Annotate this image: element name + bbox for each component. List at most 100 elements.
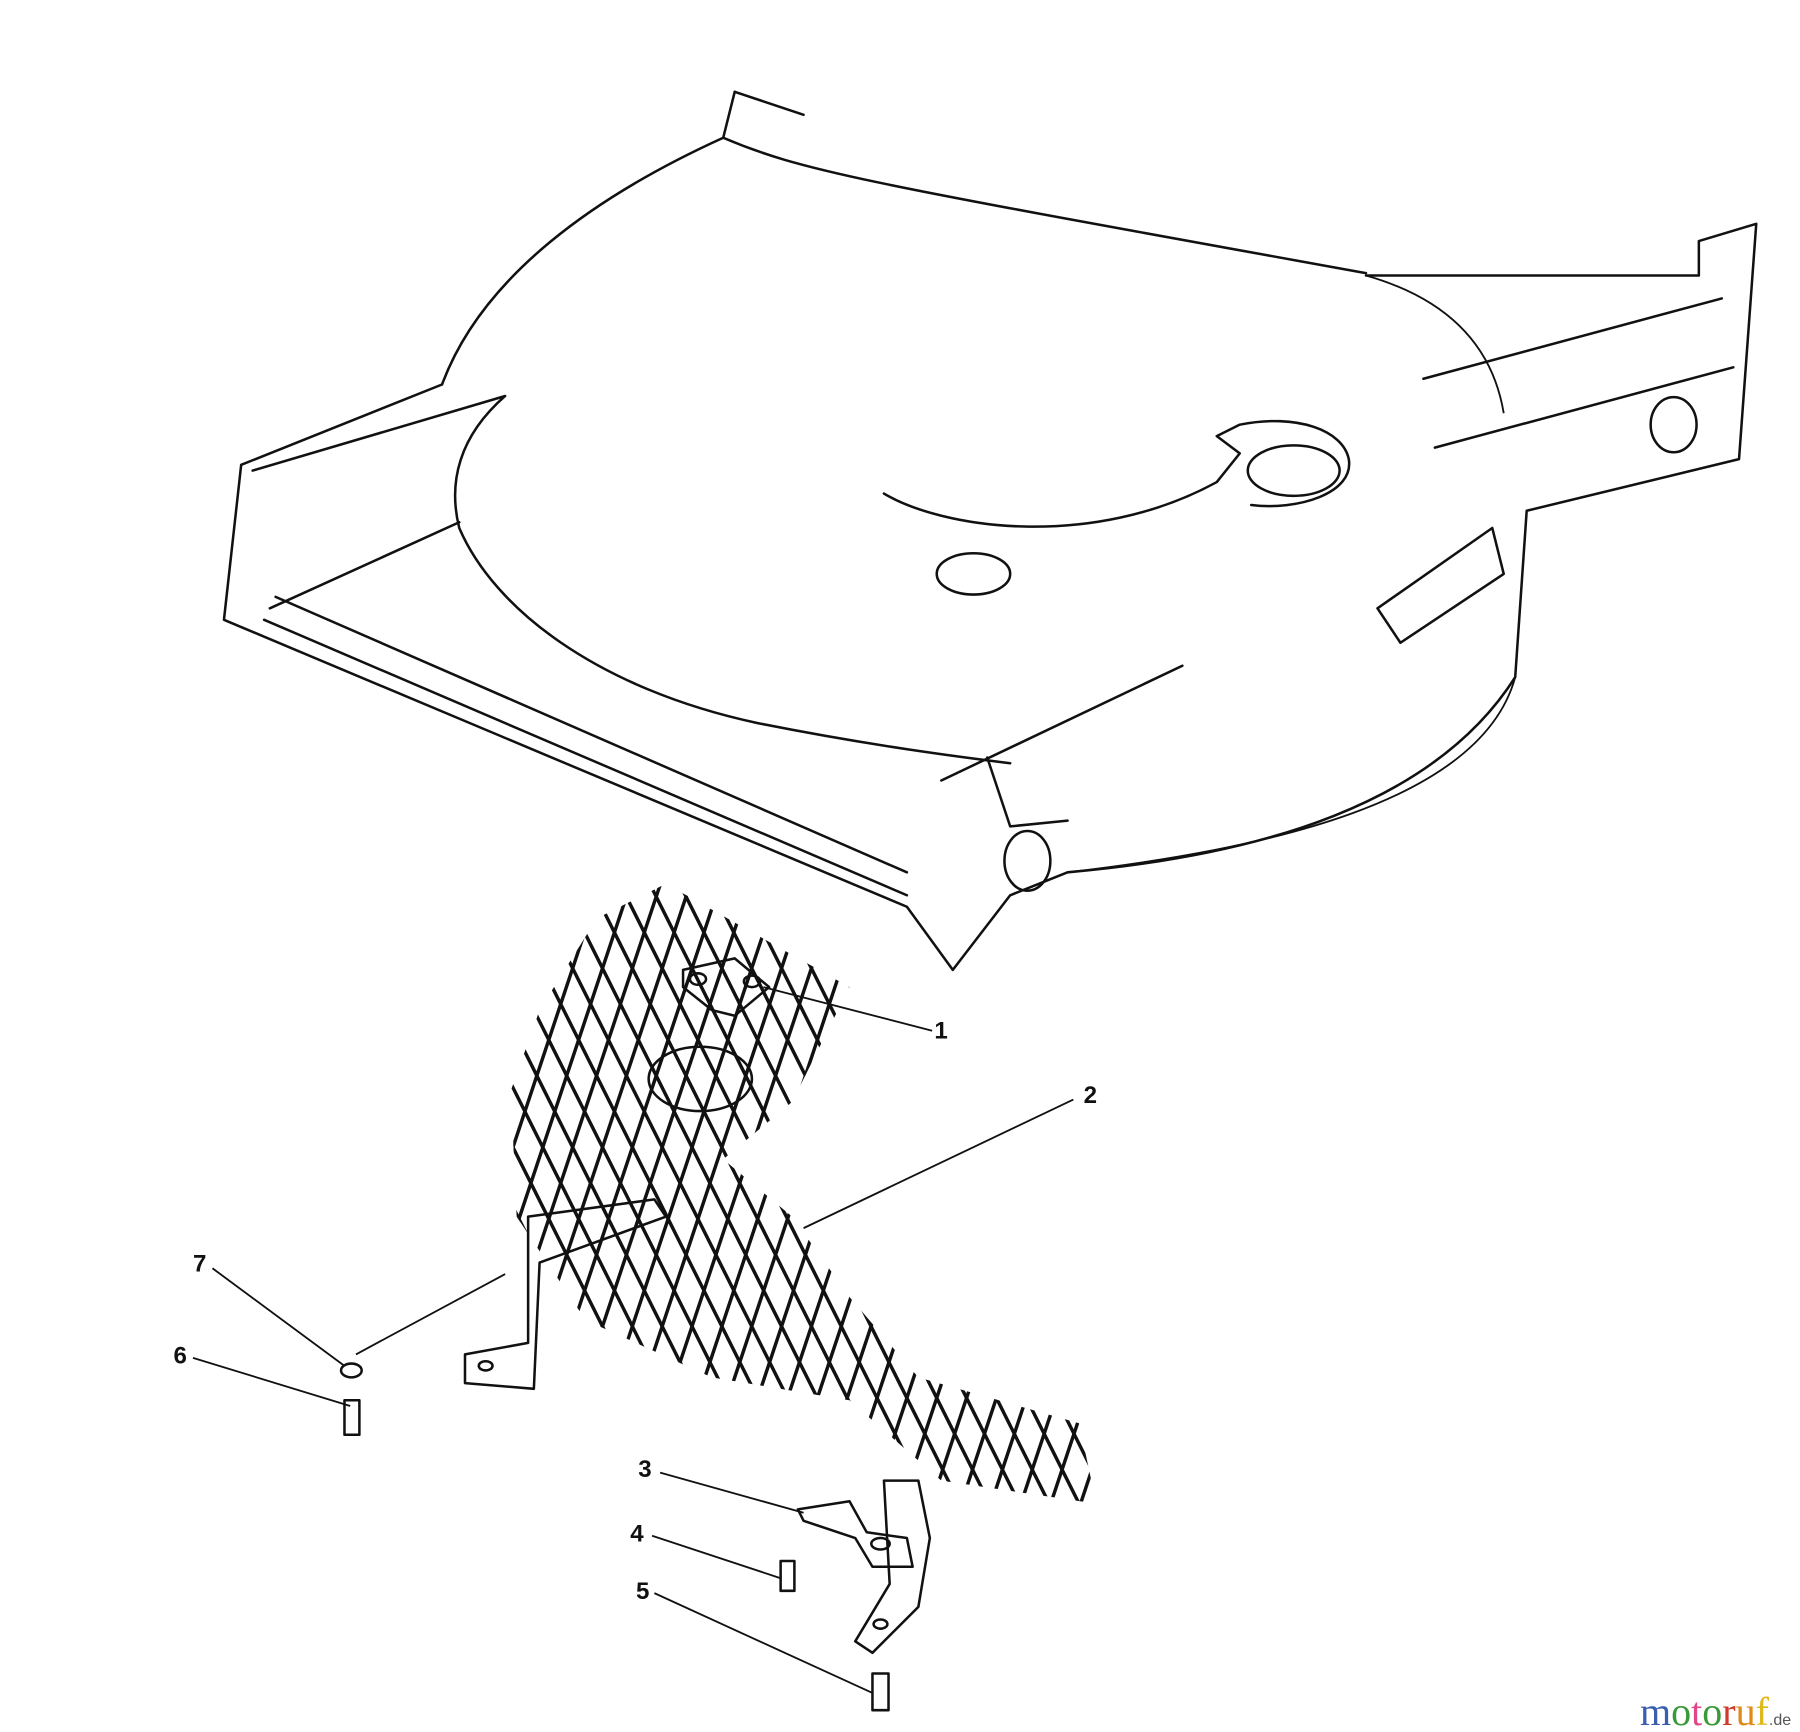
mesh-wire — [0, 861, 177, 1550]
mesh-wire — [0, 861, 326, 1550]
mesh-wire — [1244, 861, 1474, 1550]
mesh-wire — [1274, 861, 1504, 1550]
mesh-wire — [110, 861, 340, 1550]
mesh-wire — [1364, 861, 1594, 1550]
mesh-wire — [1593, 861, 1800, 1550]
mesh-wire — [230, 861, 460, 1550]
mesh-wire — [1063, 883, 1097, 1504]
mesh-wire — [1205, 861, 1549, 1550]
mesh-wire — [1084, 883, 1097, 1504]
mesh-wire — [1304, 861, 1534, 1550]
mesh-wire — [965, 883, 1097, 1504]
mesh-wire — [510, 883, 551, 1504]
mesh-wire — [0, 861, 12, 1550]
callout-3: 3 — [638, 1456, 651, 1483]
callout-labels: 1 2 3 4 5 6 7 — [173, 1018, 1097, 1605]
mesh-wire — [1185, 861, 1415, 1550]
mesh-wire — [1125, 861, 1355, 1550]
mesh-wire — [510, 883, 640, 1504]
mesh-wire — [556, 883, 790, 1504]
watermark-brand: motoruf — [1640, 1689, 1769, 1732]
mesh-wire — [1504, 861, 1800, 1550]
mesh-wire — [80, 861, 310, 1550]
mesh-wire — [1146, 861, 1490, 1550]
mesh-wire — [0, 861, 58, 1550]
mesh-wire — [914, 883, 1097, 1504]
mesh-wire — [1155, 861, 1385, 1550]
mesh-wire — [140, 861, 370, 1550]
mesh-wire — [0, 861, 237, 1550]
leader-lines — [192, 986, 1074, 1694]
callout-6: 6 — [173, 1343, 186, 1370]
mesh-wire — [1394, 861, 1624, 1550]
mesh-wire — [1474, 861, 1800, 1550]
mesh-wire — [616, 883, 849, 1504]
mesh-wire — [12, 861, 356, 1550]
mesh-wire — [170, 861, 400, 1550]
mesh-wire — [1334, 861, 1564, 1550]
callout-5: 5 — [636, 1578, 649, 1605]
mesh-wire — [1024, 883, 1097, 1504]
mesh-wire — [1295, 861, 1639, 1550]
motoruf-watermark-logo: motoruf.de — [1640, 1688, 1791, 1732]
mesh-wire — [510, 883, 521, 1504]
callout-4: 4 — [630, 1520, 644, 1547]
mesh-wire — [0, 861, 191, 1550]
mesh-wire — [510, 883, 700, 1504]
mesh-wire — [935, 883, 1097, 1504]
mesh-wire — [21, 861, 251, 1550]
mesh-wire — [1444, 861, 1788, 1550]
mesh-wire — [101, 861, 445, 1550]
mesh-wire — [510, 883, 567, 1504]
mower-deck — [222, 90, 1758, 972]
mesh-wire — [71, 861, 415, 1550]
mesh-wire — [260, 861, 490, 1550]
mesh-wire — [1235, 861, 1579, 1550]
mesh-wire — [1003, 883, 1097, 1504]
mesh-wire — [586, 883, 819, 1504]
mesh-wire — [1384, 861, 1728, 1550]
mesh-wire — [1093, 883, 1097, 1504]
mesh-wire — [0, 861, 266, 1550]
mesh-wire — [1116, 861, 1460, 1550]
mesh-wire — [0, 861, 207, 1550]
mesh-wire — [0, 861, 161, 1550]
mesh-wire — [0, 861, 71, 1550]
mesh-screen — [0, 861, 1800, 1550]
mesh-wire — [0, 861, 221, 1550]
mesh-wire — [1214, 861, 1444, 1550]
mesh-wire — [645, 883, 879, 1504]
callout-7: 7 — [193, 1251, 206, 1278]
mesh-wire — [1054, 883, 1097, 1504]
mesh-wire — [0, 861, 101, 1550]
mesh-wire — [0, 861, 131, 1550]
mesh-wire — [510, 883, 611, 1504]
mesh-wire — [944, 883, 1097, 1504]
watermark-tld: .de — [1768, 1712, 1792, 1729]
mesh-wire — [1265, 861, 1609, 1550]
mesh-wire — [41, 861, 385, 1550]
mesh-wire — [526, 883, 760, 1504]
mesh-wire — [0, 861, 147, 1550]
mesh-wire — [0, 861, 41, 1550]
mesh-wire — [974, 883, 1097, 1504]
mesh-wire — [0, 861, 28, 1550]
mesh-wire — [131, 861, 475, 1550]
mesh-wire — [51, 861, 281, 1550]
callout-1: 1 — [934, 1018, 947, 1045]
mesh-wire — [510, 883, 537, 1504]
mesh-wire — [510, 883, 581, 1504]
mesh-wire — [1414, 861, 1758, 1550]
mesh-wire — [0, 861, 87, 1550]
mesh-wire — [0, 861, 117, 1550]
mesh-wire — [1534, 861, 1800, 1550]
brackets-and-hardware — [339, 957, 932, 1712]
mesh-wire — [1623, 861, 1800, 1550]
mesh-wire — [1325, 861, 1669, 1550]
mesh-wire — [200, 861, 430, 1550]
mesh-wire — [510, 883, 670, 1504]
mesh-wire — [1355, 861, 1699, 1550]
mesh-wire — [161, 861, 505, 1550]
